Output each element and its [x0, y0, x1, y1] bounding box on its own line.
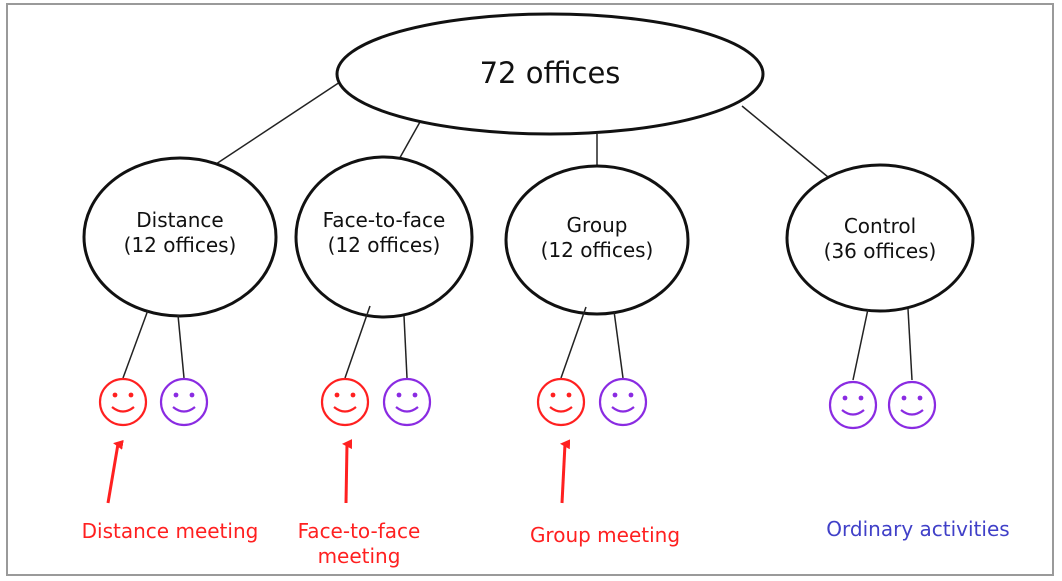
- smiley-face-icon: [320, 377, 370, 427]
- group-name: Control: [843, 214, 917, 238]
- caption-line: Group meeting: [529, 523, 681, 547]
- smiley-face-icon: [98, 377, 148, 427]
- group-name: Distance: [136, 208, 224, 232]
- caption-line: meeting: [317, 544, 401, 568]
- edge-root-distance: [209, 81, 341, 169]
- caption-line: Distance meeting: [81, 519, 259, 543]
- group-count: (36 offices): [823, 239, 937, 263]
- group-count: (12 offices): [540, 238, 654, 262]
- caption-distance-meeting: Distance meeting: [50, 519, 290, 544]
- root-node: [335, 12, 765, 136]
- group-label-control: Control (36 offices): [790, 214, 970, 264]
- group-count: (12 offices): [123, 233, 237, 257]
- caption-line: Ordinary activities: [826, 517, 1010, 541]
- group-label-group: Group (12 offices): [507, 213, 687, 263]
- group-label-face-to-face: Face-to-face (12 offices): [294, 208, 474, 258]
- node-control: [785, 163, 975, 313]
- caption-line: Face-to-face: [297, 519, 421, 543]
- up-arrow-icon: [560, 439, 571, 504]
- root-label: 72 offices: [479, 56, 621, 90]
- group-label-distance: Distance (12 offices): [90, 208, 270, 258]
- up-arrow-icon: [342, 439, 353, 504]
- smiley-face-icon: [598, 377, 648, 427]
- group-count: (12 offices): [327, 233, 441, 257]
- caption-ordinary-activities: Ordinary activities: [798, 517, 1038, 542]
- smiley-face-icon: [536, 377, 586, 427]
- group-name: Face-to-face: [322, 208, 446, 232]
- smiley-face-icon: [382, 377, 432, 427]
- node-group: [504, 164, 690, 316]
- edge-root-control: [741, 105, 829, 178]
- node-face-to-face: [294, 155, 474, 319]
- caption-group-meeting: Group meeting: [500, 523, 710, 548]
- group-name: Group: [566, 213, 628, 237]
- smiley-face-icon: [828, 380, 878, 430]
- smiley-face-icon: [159, 377, 209, 427]
- participant-connectors: [122, 305, 913, 381]
- node-distance: [82, 156, 278, 318]
- up-arrow-icon: [106, 439, 124, 504]
- caption-face-to-face-meeting: Face-to-face meeting: [284, 519, 434, 569]
- smiley-face-icon: [887, 380, 937, 430]
